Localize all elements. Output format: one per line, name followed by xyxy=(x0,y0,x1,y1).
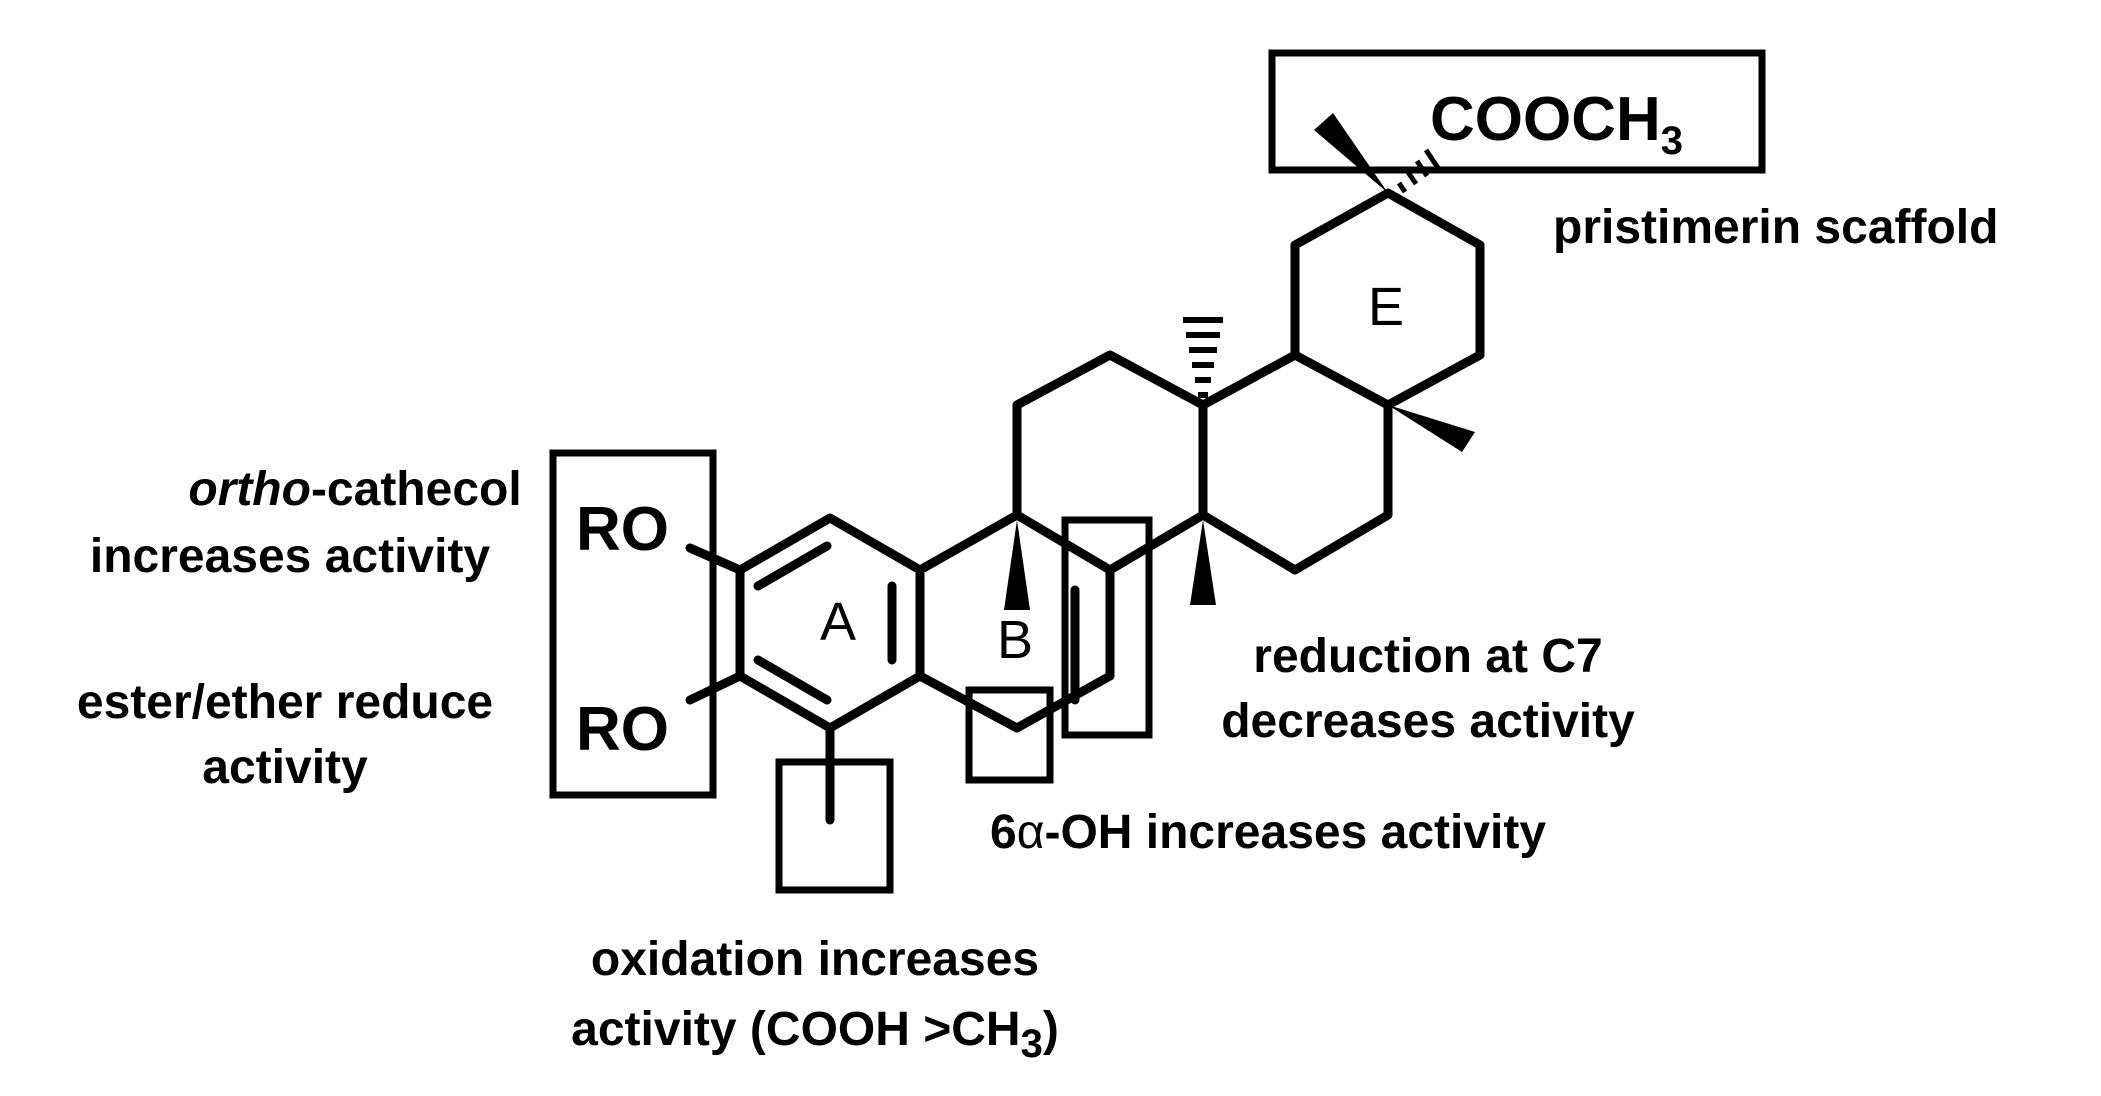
annotation-oxidation-line1: oxidation increases xyxy=(591,933,1039,986)
box-catechol xyxy=(549,449,717,799)
annotation-catechol-line2: increases activity xyxy=(90,530,491,583)
group-ester: COOCH3 xyxy=(1430,85,1683,163)
annotation-hydroxy: 6α-OH increases activity xyxy=(990,806,1546,859)
wedge-methyl-c10 xyxy=(1004,520,1030,610)
annotation-catechol-line1: ortho-cathecol xyxy=(188,463,521,516)
box-c7-double-bond xyxy=(1061,516,1153,739)
annotation-oxidation-line2: activity (COOH >CH3) xyxy=(571,1003,1059,1066)
box-ester xyxy=(1268,49,1766,174)
annotation-reduction-line1: reduction at C7 xyxy=(1253,630,1602,683)
annotation-ester-line1: ester/ether reduce xyxy=(77,676,493,729)
ring-b xyxy=(915,510,1115,733)
hash-methyl-c13 xyxy=(1183,317,1223,398)
ring-label-a: A xyxy=(820,592,856,652)
highlight-boxes xyxy=(549,49,1766,894)
wedge-methyl-c20 xyxy=(1314,113,1388,193)
annotation-ester-line2: activity xyxy=(202,741,368,794)
annotation-reduction-line2: decreases activity xyxy=(1221,695,1635,748)
group-ro-top: RO xyxy=(576,495,669,564)
wedge-methyl-c14 xyxy=(1190,520,1216,605)
ring-c xyxy=(1012,350,1208,575)
ring-e xyxy=(1290,188,1485,410)
ring-label-b: B xyxy=(997,610,1033,670)
group-ro-bottom: RO xyxy=(576,695,669,764)
annotation-scaffold: pristimerin scaffold xyxy=(1553,201,1998,254)
ring-d xyxy=(1198,350,1393,575)
ring-label-e: E xyxy=(1368,277,1404,337)
wedge-methyl-c17 xyxy=(1388,405,1475,452)
box-c6-hydroxy xyxy=(965,686,1054,784)
box-c23-methyl xyxy=(775,758,894,894)
